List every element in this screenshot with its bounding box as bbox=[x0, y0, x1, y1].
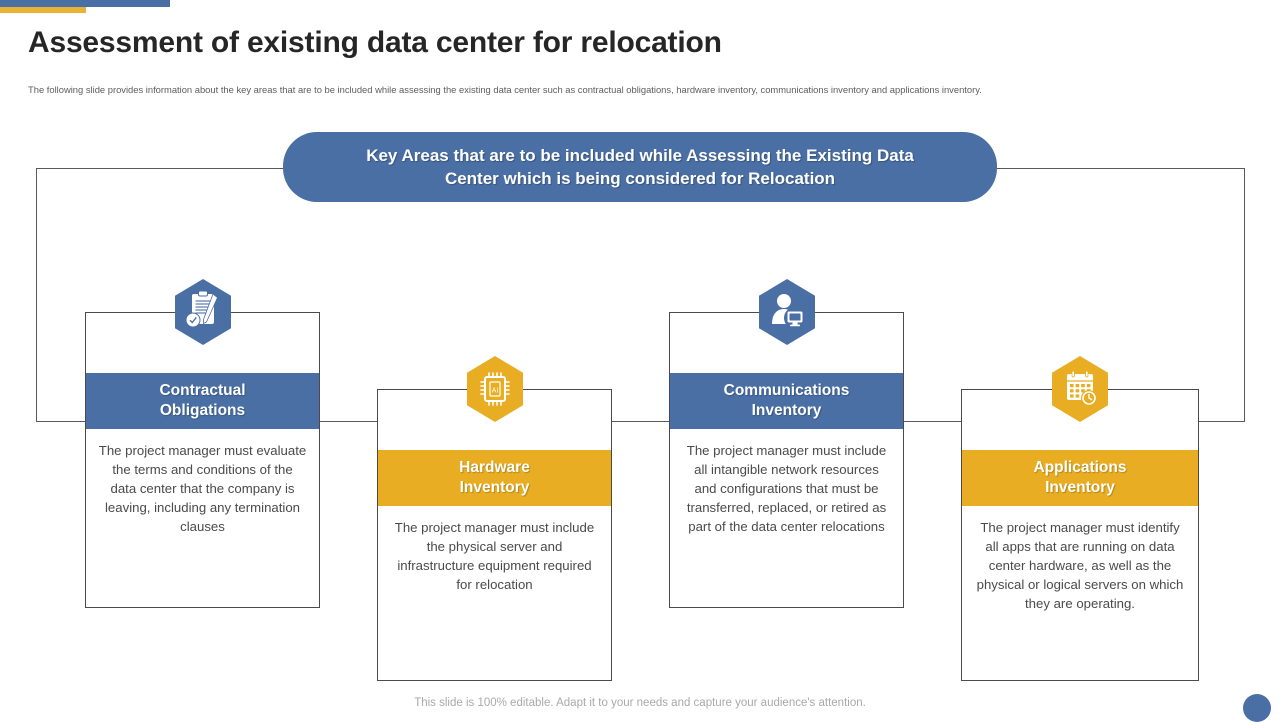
card-title-line-1: Applications bbox=[1033, 459, 1127, 476]
banner-line-1: Key Areas that are to be included while … bbox=[366, 146, 914, 165]
card-communications-inventory[interactable]: Communications Inventory The project man… bbox=[669, 279, 904, 608]
calendar-clock-icon bbox=[1050, 355, 1110, 423]
card-body-text: The project manager must include the phy… bbox=[394, 520, 595, 592]
user-monitor-icon bbox=[757, 278, 817, 346]
card-title-band: Communications Inventory bbox=[670, 373, 903, 429]
accent-bar-blue bbox=[0, 0, 170, 7]
page-title: Assessment of existing data center for r… bbox=[28, 26, 722, 59]
card-title-line-2: Obligations bbox=[159, 402, 246, 419]
card-contractual-obligations[interactable]: Contractual Obligations The project mana… bbox=[85, 279, 320, 608]
card-applications-inventory[interactable]: Applications Inventory The project manag… bbox=[961, 356, 1199, 681]
card-title-line-2: Inventory bbox=[751, 402, 822, 419]
cpu-chip-icon: AI bbox=[465, 355, 525, 423]
card-title-line-1: Contractual bbox=[159, 382, 246, 399]
accent-bar-yellow bbox=[0, 7, 86, 13]
card-body-text: The project manager must identify all ap… bbox=[976, 520, 1184, 611]
card-title-line-2: Inventory bbox=[1045, 479, 1115, 496]
banner-line-2: Center which is being considered for Rel… bbox=[444, 169, 836, 188]
editable-note: This slide is 100% editable. Adapt it to… bbox=[414, 697, 866, 709]
page-subtitle: The following slide provides information… bbox=[28, 84, 982, 95]
cpu-chip-icon-label: AI bbox=[491, 388, 498, 395]
card-body-text: The project manager must include all int… bbox=[686, 443, 887, 534]
card-title-band: Applications Inventory bbox=[962, 450, 1198, 506]
card-title-band: Contractual Obligations bbox=[86, 373, 319, 429]
key-areas-banner: Key Areas that are to be included while … bbox=[283, 132, 997, 202]
card-title-line-1: Hardware bbox=[459, 459, 530, 476]
card-title-line-2: Inventory bbox=[459, 479, 530, 496]
clipboard-contract-icon bbox=[173, 278, 233, 346]
banner-text: Key Areas that are to be included while … bbox=[366, 144, 914, 190]
card-title-line-1: Communications bbox=[723, 382, 850, 399]
card-hardware-inventory[interactable]: AI Hardware Inventory The project manage… bbox=[377, 356, 612, 681]
corner-decoration-dot bbox=[1243, 694, 1271, 722]
card-body-text: The project manager must evaluate the te… bbox=[98, 443, 307, 534]
card-title-band: Hardware Inventory bbox=[378, 450, 611, 506]
